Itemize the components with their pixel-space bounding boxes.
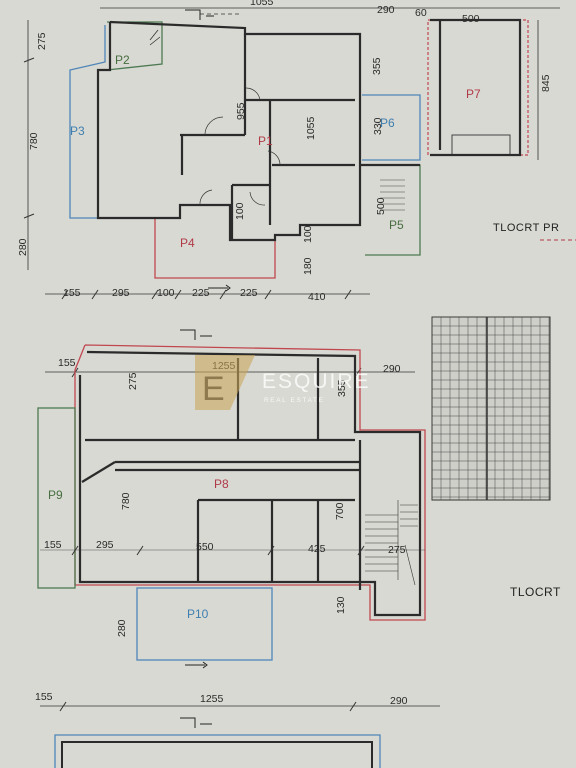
dim-top-290: 290 [377,4,395,16]
dim-inner-500: 500 [375,197,387,215]
esquire-sub-text: REAL ESTATE [264,397,324,404]
dim-bottom-155: 155 [63,287,81,299]
p10-outline [136,587,273,661]
dim-inner-355: 355 [371,57,383,75]
room-label-p8: P8 [214,477,229,491]
p2-dim-bottom-295: 295 [96,539,114,551]
p2-dim-130: 130 [335,596,347,614]
p2-dim-700: 700 [334,502,346,520]
dim-bottom-295: 295 [112,287,130,299]
p6-outline [362,94,421,161]
dim-inner-955: 955 [235,102,247,120]
dim-inner-330: 330 [372,117,384,135]
p2-dim-bottom-155: 155 [44,539,62,551]
p3-dim-top-155: 155 [35,691,53,703]
ground-floor-plan: 1055 290 60 500 275 780 280 155 295 100 … [17,0,576,303]
dim-bottom-225b: 225 [240,287,258,299]
room-label-p10: P10 [187,607,209,621]
p2-dim-780: 780 [120,492,132,510]
roof-plan-grid [431,316,551,501]
room-label-p1: P1 [258,134,273,148]
p2-dim-280: 280 [116,619,128,637]
p2-dim-top-290: 290 [383,363,401,375]
p2-dim-bottom-275: 275 [388,544,406,556]
p3-outline [69,25,106,219]
dim-inner-100b: 100 [302,225,314,243]
p3-dim-top-1255: 1255 [200,693,224,705]
esquire-brand-text: ESQUIRE [262,370,371,393]
plan-title-first: TLOCRT [510,585,561,599]
room-label-p9: P9 [48,488,63,502]
top-floor-plan: 155 1255 290 [35,691,440,768]
staircase [365,500,418,586]
dim-bottom-100: 100 [157,287,175,299]
room-label-p6: P6 [380,116,395,130]
dim-inner-100a: 100 [234,202,246,220]
room-label-p2: P2 [115,53,130,67]
dim-inner-180: 180 [302,257,314,275]
dim-left-280: 280 [17,238,29,256]
room-label-p7: P7 [466,87,481,101]
room-label-p5: P5 [389,218,404,232]
p2-dim-275: 275 [127,372,139,390]
p9-outline [37,407,76,589]
dim-bottom-225a: 225 [192,287,210,299]
first-floor-plan: 155 1255 290 [37,316,561,669]
esquire-logo-shape [195,355,255,410]
p4-outline [154,218,276,279]
first-floor-walls [78,350,422,617]
room-label-p3: P3 [70,124,85,138]
dim-top-60: 60 [415,7,427,19]
esquire-logo-letter: E [202,370,225,408]
plan-title-ground: TLOCRT PR [493,222,559,234]
p2-dim-355: 355 [336,379,348,397]
esquire-watermark: E ESQUIRE REAL ESTATE [195,355,371,410]
room-label-p4: P4 [180,236,195,250]
dim-left-275: 275 [36,32,48,50]
p2-dim-bottom-425: 425 [308,543,326,555]
dim-top-1055: 1055 [250,0,274,8]
p2-dim-bottom-550: 550 [196,541,214,553]
dim-bottom-410: 410 [308,291,326,303]
p2-dim-top-155: 155 [58,357,76,369]
dim-inner-1055: 1055 [305,116,317,140]
p3-dim-top-290: 290 [390,695,408,707]
ground-floor-walls [96,18,522,242]
dim-left-780: 780 [28,132,40,150]
dim-right-845: 845 [540,74,552,92]
